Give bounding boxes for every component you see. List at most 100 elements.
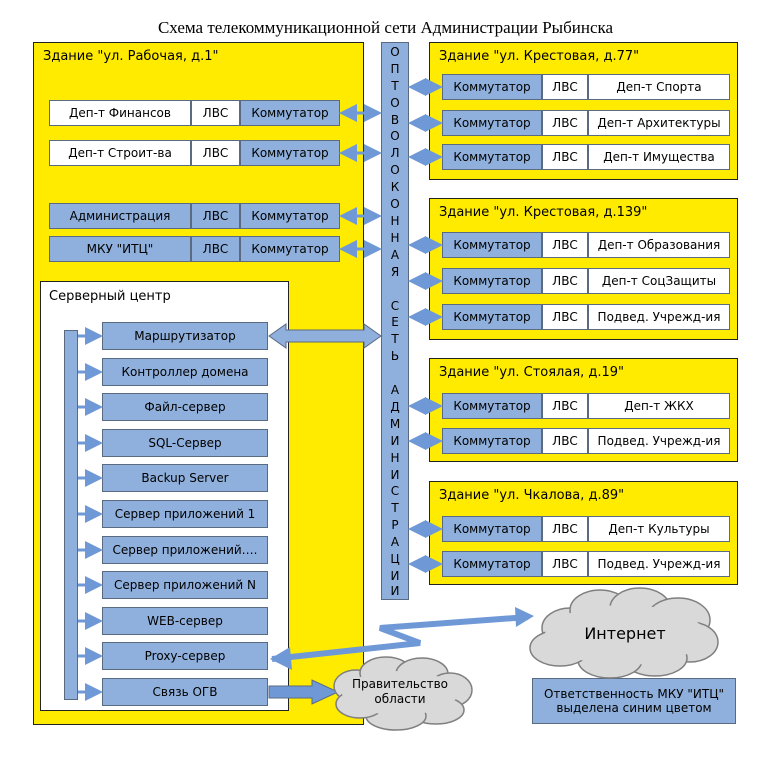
diagram-title: Схема телекоммуникационной сети Админист… (157, 18, 614, 37)
fiber-letter: Т (391, 79, 399, 93)
lan-finance: ЛВС (191, 100, 240, 126)
fiber-letter: А (390, 383, 400, 397)
fiber-letter: Н (390, 451, 400, 465)
fiber-letter: И (390, 468, 400, 482)
server-center-label: Серверный центр (49, 289, 171, 304)
fiber-letter: Л (390, 146, 400, 160)
fiber-letter: Е (391, 315, 399, 329)
fiber-letter: Ц (390, 552, 400, 566)
internet-label: Интернет (584, 624, 666, 643)
dept-construction: Деп-т Строит-ва (49, 140, 191, 166)
dept-itc: МКУ "ИТЦ" (49, 236, 191, 262)
dept-culture: Деп-т Культуры (588, 516, 730, 542)
fiber-letter: П (390, 62, 400, 76)
building-label: Здание "ул. Чкалова, д.89" (439, 488, 625, 503)
lan-housing: ЛВС (542, 393, 588, 419)
internet-link (271, 614, 529, 662)
dept-architecture: Деп-т Архитектуры (588, 110, 730, 136)
building-label: Здание "ул. Стоялая, д.19" (439, 365, 625, 380)
dept-administration: Администрация (49, 203, 191, 229)
fiber-letter: С (390, 299, 400, 313)
fiber-letter: Ь (390, 349, 400, 363)
government-arrow (268, 679, 340, 705)
internet-arrowhead-right (515, 607, 534, 627)
lan-culture: ЛВС (542, 516, 588, 542)
app-server-dots-box: Сервер приложений…. (102, 536, 268, 564)
switch-property: Коммутатор (442, 144, 542, 170)
responsibility-note: Ответственность МКУ "ИТЦ" выделена синим… (532, 678, 736, 724)
file-server-box: Файл-сервер (102, 393, 268, 421)
government-line-2: области (374, 692, 426, 706)
switch-social: Коммутатор (442, 268, 542, 294)
fiber-letter: Т (391, 332, 399, 346)
router-fiber-arrow (268, 323, 382, 349)
dept-finance: Деп-т Финансов (49, 100, 191, 126)
switch-subordinate-139: Коммутатор (442, 304, 542, 330)
app-server-1-box: Сервер приложений 1 (102, 500, 268, 528)
fiber-letter: К (390, 180, 400, 194)
lan-property: ЛВС (542, 144, 588, 170)
domain-controller-box: Контроллер домена (102, 358, 268, 386)
proxy-server-box: Proxy-сервер (102, 642, 268, 670)
app-server-n-box: Сервер приложений N (102, 571, 268, 599)
switch-itc: Коммутатор (240, 236, 340, 262)
backup-server-box: Backup Server (102, 464, 268, 492)
fiber-letter: А (390, 535, 400, 549)
fiber-letter: И (390, 584, 400, 598)
note-line-1: Ответственность МКУ "ИТЦ" (543, 687, 725, 701)
dept-social: Деп-т СоцЗащиты (588, 268, 730, 294)
lan-construction: ЛВС (191, 140, 240, 166)
fiber-letter: О (390, 129, 400, 143)
dept-property: Деп-т Имущества (588, 144, 730, 170)
router-box: Маршрутизатор (102, 322, 268, 350)
dept-education: Деп-т Образования (588, 232, 730, 258)
lan-social: ЛВС (542, 268, 588, 294)
fiber-letter: А (390, 248, 400, 262)
server-bus (64, 330, 78, 700)
lan-sport: ЛВС (542, 74, 588, 100)
ogv-link-box: Связь ОГВ (102, 678, 268, 706)
fiber-letter: О (390, 45, 400, 59)
lan-education: ЛВС (542, 232, 588, 258)
fiber-letter: И (390, 434, 400, 448)
government-label: Правительство области (345, 677, 455, 707)
dept-housing: Деп-т ЖКХ (588, 393, 730, 419)
fiber-letter: Р (391, 518, 399, 532)
building-label: Здание "ул. Крестовая, д.139" (439, 205, 648, 220)
dept-subordinate-139: Подвед. Учрежд-ия (588, 304, 730, 330)
switch-subordinate-89: Коммутатор (442, 551, 542, 577)
server-center: Серверный центр (40, 281, 289, 711)
dept-subordinate-89: Подвед. Учрежд-ия (588, 551, 730, 577)
lan-administration: ЛВС (191, 203, 240, 229)
sql-server-box: SQL-Сервер (102, 429, 268, 457)
lan-itc: ЛВС (191, 236, 240, 262)
fiber-letter: Н (390, 231, 400, 245)
fiber-letter: О (390, 197, 400, 211)
note-line-2: выделена синим цветом (556, 701, 712, 715)
switch-subordinate-19: Коммутатор (442, 428, 542, 454)
lan-subordinate-139: ЛВС (542, 304, 588, 330)
building-label: Здание "ул. Рабочая, д.1" (43, 49, 219, 64)
switch-education: Коммутатор (442, 232, 542, 258)
government-cloud-fill (342, 671, 458, 715)
fiber-letter: В (390, 113, 400, 127)
lan-subordinate-19: ЛВС (542, 428, 588, 454)
switch-culture: Коммутатор (442, 516, 542, 542)
internet-cloud-fill (545, 605, 705, 665)
internet-arrowhead-left (270, 647, 292, 670)
lan-architecture: ЛВС (542, 110, 588, 136)
fiber-letter: Д (390, 400, 400, 414)
dept-sport: Деп-т Спорта (588, 74, 730, 100)
switch-administration: Коммутатор (240, 203, 340, 229)
dept-subordinate-19: Подвед. Учрежд-ия (588, 428, 730, 454)
fiber-letter: Я (390, 265, 400, 279)
fiber-letter: Т (391, 501, 399, 515)
switch-finance: Коммутатор (240, 100, 340, 126)
building-label: Здание "ул. Крестовая, д.77" (439, 49, 640, 64)
fiber-letter: С (390, 484, 400, 498)
government-line-1: Правительство (352, 677, 448, 691)
fiber-letter: Н (390, 214, 400, 228)
lan-subordinate-89: ЛВС (542, 551, 588, 577)
switch-construction: Коммутатор (240, 140, 340, 166)
